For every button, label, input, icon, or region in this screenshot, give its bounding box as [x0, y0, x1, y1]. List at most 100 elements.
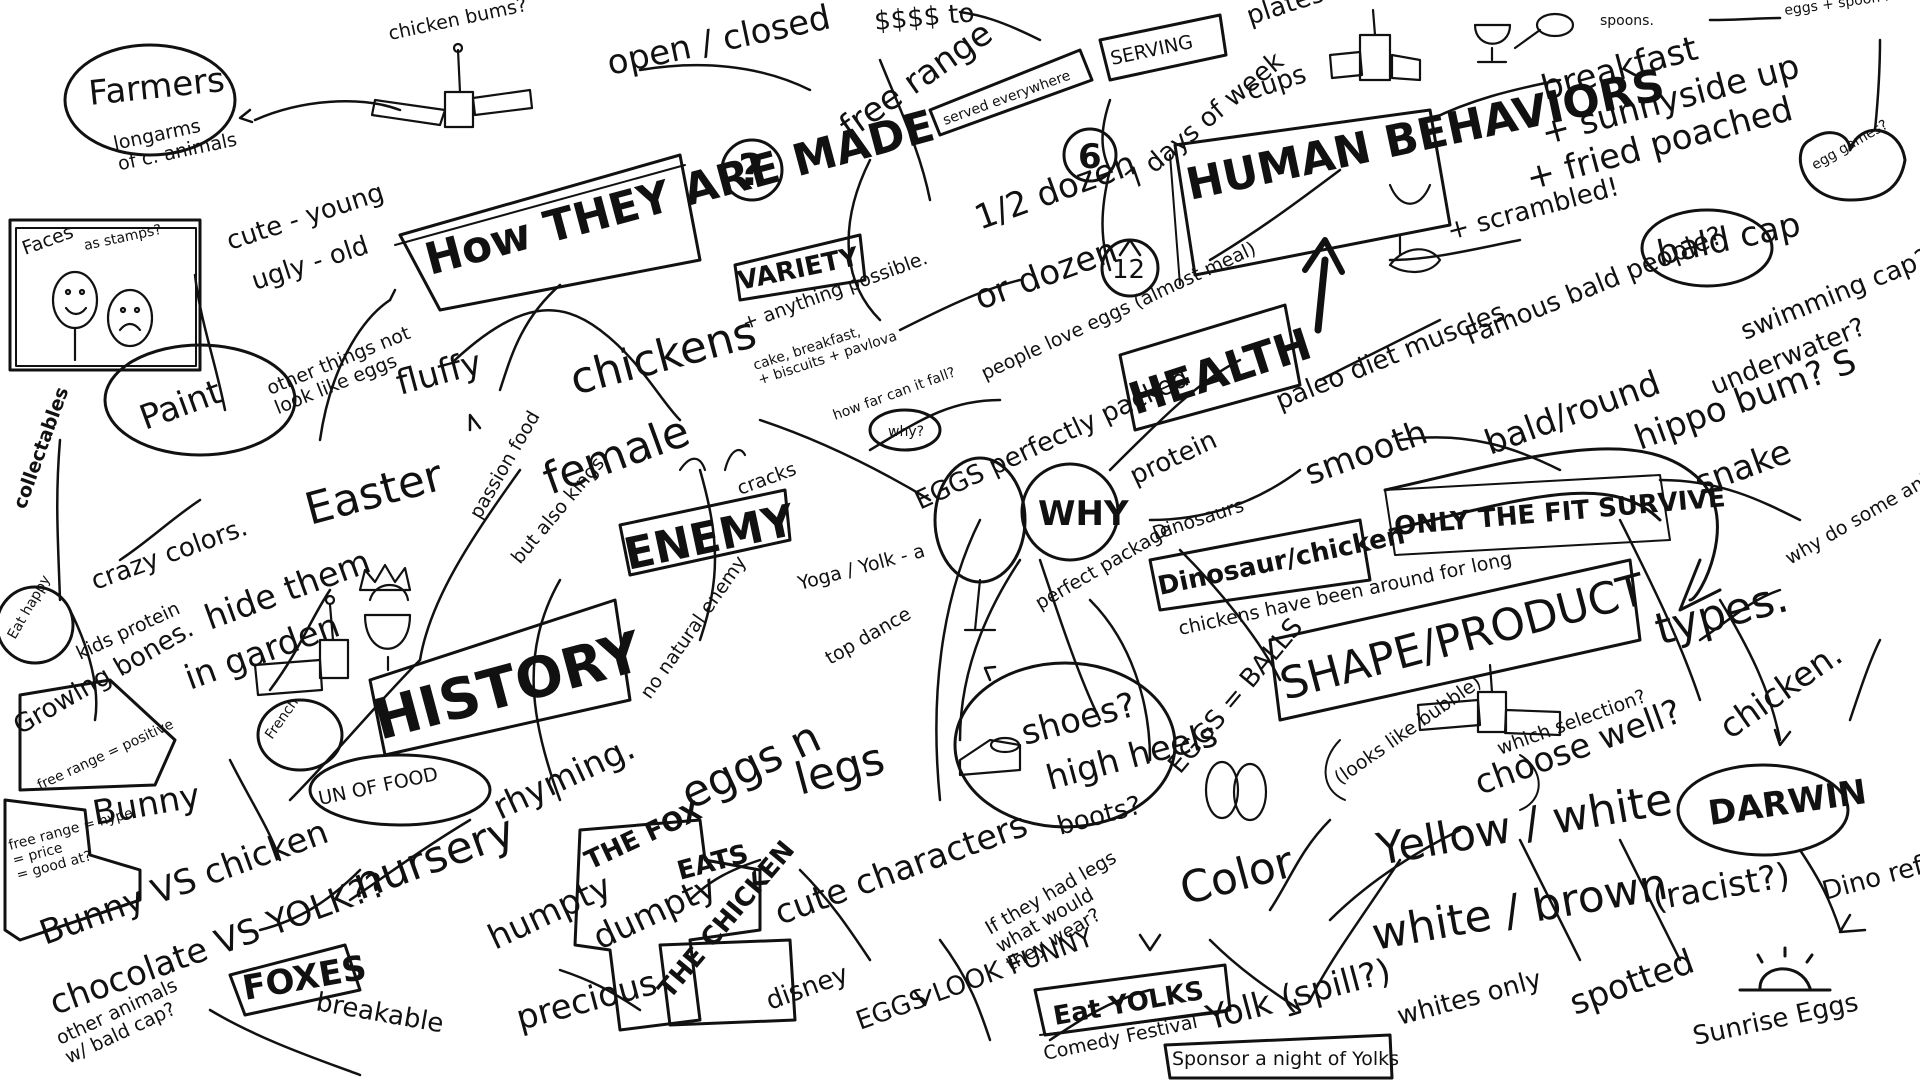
heart-icon [1798, 128, 1907, 202]
why-small-label: why? [888, 424, 924, 440]
nursery-label: nursery [346, 805, 521, 910]
question-mark-label: ? [738, 145, 764, 196]
shape-product-frame [1268, 558, 1642, 722]
egg-cup-icon [363, 584, 412, 672]
foxes-frame [228, 943, 362, 1017]
how-made-frame [398, 153, 702, 312]
egg-pair-icon [1204, 760, 1268, 822]
only-the-fit-survive-label: ONLY THE FIT SURVIVE [1393, 483, 1727, 542]
spoons-label: spoons. [1600, 13, 1654, 29]
history-label: HISTORY [367, 619, 650, 753]
chicken-icon [1388, 233, 1442, 273]
darwin-bubble [1676, 763, 1850, 857]
why-do-some-animals-label: why do some animals have eggs? [1782, 390, 1920, 570]
top-dance-label: top dance [822, 603, 915, 670]
open-closed-label: open / closed [604, 0, 834, 84]
bunny-label: Bunny [90, 776, 203, 834]
egg-face-happy-icon [51, 270, 99, 362]
eat-happy-bubble [0, 585, 75, 665]
paint-label: Paint [134, 372, 227, 438]
breakable-label: breakable [314, 987, 446, 1039]
yolk-spill-label: Yolk (spill?) [1201, 951, 1395, 1039]
six-label: 6 [1078, 137, 1102, 177]
crown-icon [358, 563, 412, 592]
half-dozen-label: 1/2 dozen [969, 143, 1141, 238]
shoes-bubble [953, 661, 1177, 829]
enemy-frame [618, 488, 792, 577]
health-frame [1118, 303, 1302, 432]
egg-games-label: egg games? [1809, 117, 1891, 173]
disney-label: disney [762, 959, 852, 1016]
how-far-label: how far can it fall? [831, 365, 958, 424]
longarms-label: longarmsof c. animals [111, 108, 238, 175]
eat-yolks-frame [1033, 963, 1232, 1037]
color-label: Color [1175, 836, 1300, 915]
chicken-head-icon [678, 448, 747, 472]
satellite-icon [370, 42, 534, 129]
whites-only-label: whites only [1394, 964, 1545, 1031]
plates-label: plates? [1243, 0, 1341, 32]
egg-face-sad-icon [106, 288, 154, 348]
variety-frame [733, 233, 867, 302]
as-stamps-label: as stamps? [83, 222, 164, 254]
bald-round-label: bald/round [1479, 363, 1665, 463]
shoe-icon [958, 736, 1022, 777]
six-bubble [1062, 127, 1118, 183]
farmers-bubble [63, 43, 237, 157]
sponsor-night-label: Sponsor a night of Yolks [1172, 1048, 1399, 1070]
dinosaur-chicken-frame [1148, 518, 1372, 612]
faces-label: Faces [19, 221, 76, 260]
paint-bubble [103, 343, 297, 457]
connector-lines [56, 10, 1882, 1077]
world-food-bubble [308, 753, 492, 827]
racist-label: (racist?) [1650, 855, 1793, 918]
eggs-spoon-race-label: eggs + spoon race. [1783, 0, 1920, 19]
or-dozen-label: or dozen [969, 230, 1122, 318]
why-big-label: WHY [1038, 494, 1129, 534]
eat-happy-label: Eat happy [5, 573, 54, 642]
cracked-egg-icon [963, 578, 997, 632]
sunrise-icon [1758, 967, 1812, 990]
history-frame [368, 598, 632, 757]
world-of-food-label: UN OF FOOD [316, 763, 439, 810]
satellite-icon [253, 594, 350, 697]
arrowheads [238, 108, 1867, 1017]
cup-icon [1388, 183, 1432, 205]
smooth-label: smooth [1299, 412, 1432, 493]
text-labels: chicken bums? Farmers longarmsof c. anim… [5, 0, 1920, 1070]
frames [0, 13, 1907, 1080]
survive-arrow [1383, 447, 1722, 612]
chicken-bums-label: chicken bums? [386, 0, 528, 45]
satellite-icon [1328, 8, 1422, 82]
sketch-icons [51, 8, 1575, 822]
boots-label: boots? [1054, 791, 1145, 842]
yoga-yolk-label: Yoga / Yolk - a [795, 540, 928, 595]
bald-cap-bubble [1640, 208, 1774, 288]
white-brown-label: white / brown [1368, 859, 1671, 961]
human-behaviors-frame [1173, 108, 1452, 277]
spoon-icon [1513, 12, 1575, 50]
famous-bald-people-label: Famous bald people? [1461, 221, 1727, 352]
spotted-label: spotted [1564, 942, 1699, 1024]
faces-stamp-frame [8, 218, 202, 372]
dino-ref-label: Dino ref. [1819, 849, 1920, 906]
protein-label: protein [1125, 425, 1221, 491]
question-bubble [720, 138, 784, 202]
crazy-colors-label: crazy colors. [87, 512, 251, 596]
rhyming-label: rhyming. [487, 728, 641, 828]
farmers-label: Farmers [87, 60, 227, 114]
sunrise-eggs-label: Sunrise Eggs [1690, 988, 1861, 1052]
types-label: types. [1650, 571, 1794, 655]
twelve-label: 12 [1112, 255, 1145, 285]
collectables-label: collectables [9, 384, 73, 512]
satellite-icon [1416, 663, 1562, 737]
chickens-label: chickens [565, 307, 762, 406]
egg-cup-icon [1473, 23, 1512, 64]
easter-label: Easter [300, 450, 449, 536]
chicken-label: chicken. [1712, 634, 1850, 747]
fox-eats-chicken-frame [573, 818, 762, 1032]
fluffy-label: fluffy [392, 343, 486, 404]
arrow-up-icon [1302, 237, 1345, 334]
